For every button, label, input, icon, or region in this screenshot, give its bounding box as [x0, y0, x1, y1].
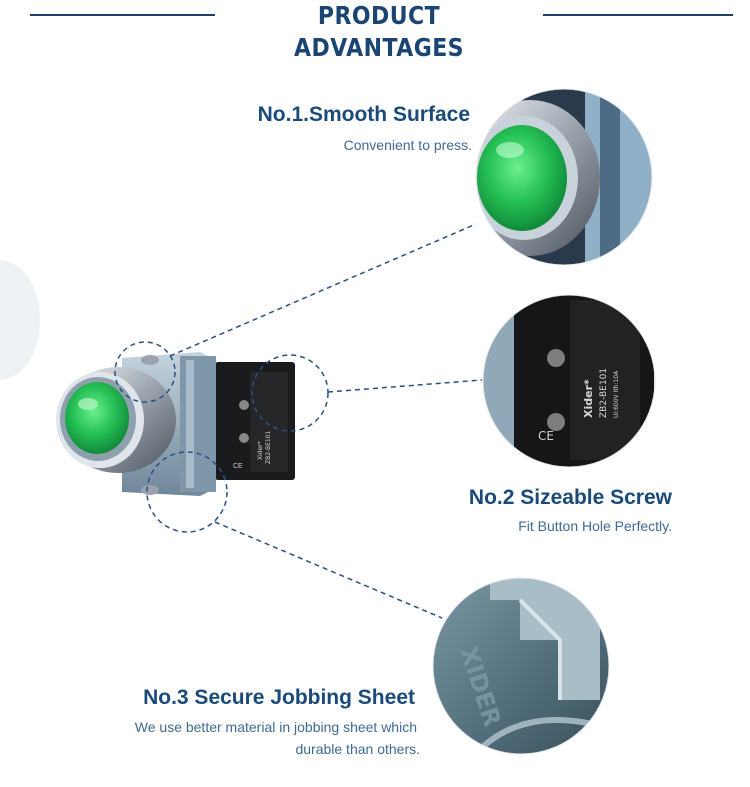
feature-1-desc: Convenient to press.: [343, 137, 472, 153]
closeup-jobbing-sheet: XIDER: [433, 578, 609, 754]
svg-text:Ui:600V Ith:10A: Ui:600V Ith:10A: [613, 370, 620, 418]
callout-ring-surface: [114, 341, 176, 403]
section-header: PRODUCT ADVANTAGES: [0, 0, 750, 62]
leader-line-2: [327, 379, 483, 393]
background-glow: [0, 260, 40, 380]
svg-text:Xider*: Xider*: [257, 441, 264, 460]
svg-text:Xider*: Xider*: [582, 379, 595, 418]
header-rule-left: [30, 14, 215, 16]
page-title: PRODUCT ADVANTAGES: [294, 1, 464, 62]
closeup-smooth-surface: [476, 89, 652, 265]
svg-text:ZB2-BE101: ZB2-BE101: [599, 368, 609, 418]
callout-ring-sheet: [146, 451, 228, 533]
leader-line-3: [214, 521, 443, 619]
feature-1-title: No.1.Smooth Surface: [257, 103, 470, 126]
feature-3-title: No.3 Secure Jobbing Sheet: [143, 686, 415, 709]
main-product-image: Xider* ZB2-BE101 CE: [56, 352, 295, 496]
feature-3-desc-line-1: We use better material in jobbing sheet …: [134, 719, 417, 735]
feature-2-desc: Fit Button Hole Perfectly.: [518, 518, 672, 534]
callout-ring-screw: [251, 354, 329, 432]
feature-2-title: No.2 Sizeable Screw: [468, 486, 672, 509]
closeup-sizeable-screw: Xider* ZB2-BE101 Ui:600V Ith:10A CE: [483, 295, 655, 467]
leader-line-1: [169, 223, 477, 357]
svg-text:ZB2-BE101: ZB2-BE101: [265, 430, 272, 464]
svg-text:CE: CE: [233, 463, 243, 470]
svg-text:CE: CE: [538, 429, 554, 443]
header-rule-right: [543, 14, 733, 16]
feature-3-desc-line-2: durable than others.: [295, 741, 420, 757]
